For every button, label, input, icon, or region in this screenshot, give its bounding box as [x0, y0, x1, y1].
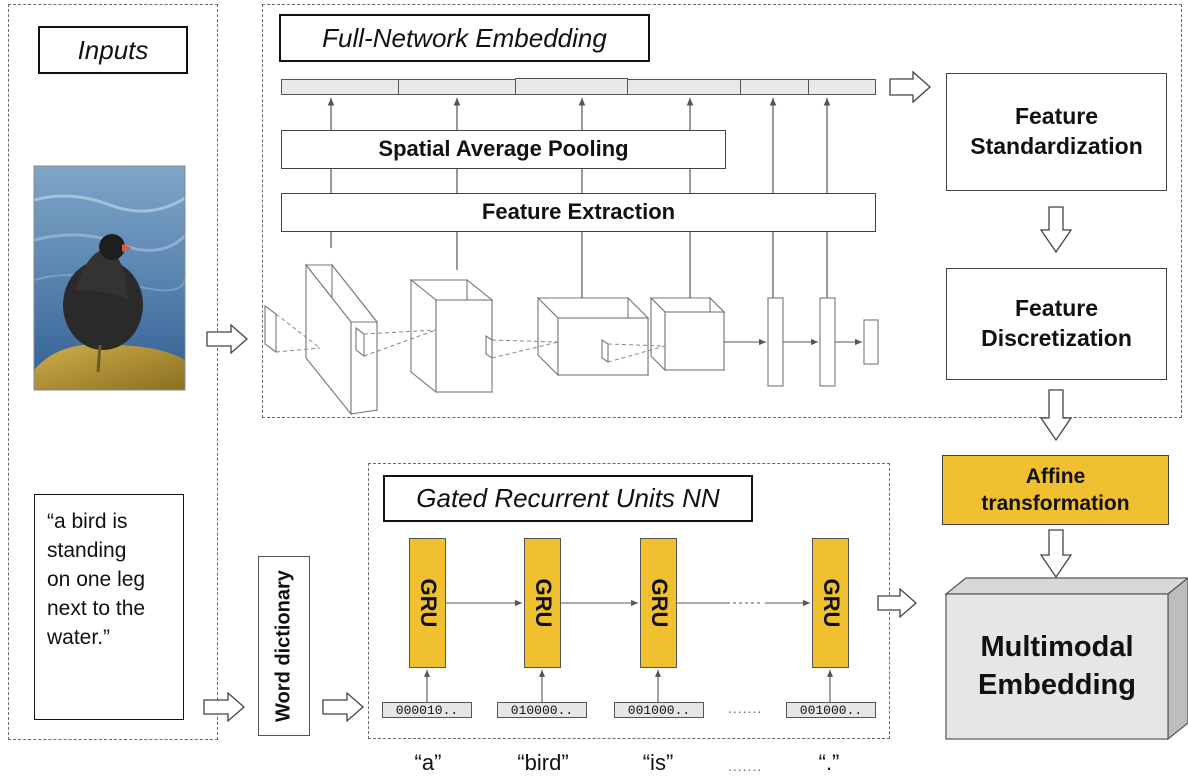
feature-discretization-box: Feature Discretization	[946, 268, 1167, 380]
gru-unit: GRU	[812, 538, 849, 668]
one-hot-code: 001000..	[614, 702, 704, 718]
one-hot-code: 000010..	[382, 702, 472, 718]
word-ellipsis: .......	[728, 758, 763, 774]
feature-standardization-box: Feature Standardization	[946, 73, 1167, 191]
caption-line: “a bird is	[47, 510, 128, 533]
one-hot-code: 001000..	[786, 702, 876, 718]
inputs-title: Inputs	[38, 26, 188, 74]
input-word: “is”	[642, 750, 674, 775]
feature-vector-cell	[515, 78, 628, 95]
gru-network-title: Gated Recurrent Units NN	[383, 475, 753, 522]
feature-vector-cell	[808, 79, 876, 95]
gru-unit: GRU	[524, 538, 561, 668]
affine-transformation-box: Affine transformation	[942, 455, 1169, 525]
fne-container	[262, 4, 1182, 418]
caption-line: water.”	[47, 626, 111, 649]
spatial-average-pooling-box: Spatial Average Pooling	[281, 130, 726, 169]
gru-label: GRU	[818, 578, 844, 628]
caption-line: on one leg	[47, 568, 146, 591]
feature-vector-cell	[740, 79, 809, 95]
gru-unit: GRU	[409, 538, 446, 668]
gru-label: GRU	[415, 578, 441, 628]
feature-vector-cell	[627, 79, 741, 95]
feature-vector-cell	[398, 79, 516, 95]
word-dictionary-label: Word dictionary	[272, 570, 295, 722]
gru-unit: GRU	[640, 538, 677, 668]
caption-line: standing	[47, 539, 127, 562]
fne-title: Full-Network Embedding	[279, 14, 650, 62]
input-word: “.”	[818, 750, 840, 775]
caption-box: “a bird is standing on one leg next to t…	[34, 494, 184, 720]
feature-vector-cell	[281, 79, 399, 95]
gru-label: GRU	[646, 578, 672, 628]
gru-label: GRU	[530, 578, 556, 628]
input-word: “a”	[414, 750, 442, 775]
feature-extraction-box: Feature Extraction	[281, 193, 876, 232]
input-word: “bird”	[517, 750, 569, 775]
code-ellipsis: .......	[728, 700, 763, 716]
inputs-container	[8, 4, 218, 740]
multimodal-embedding-label: Multimodal Embedding	[978, 631, 1136, 701]
word-dictionary-box: Word dictionary	[258, 556, 310, 736]
one-hot-code: 010000..	[497, 702, 587, 718]
caption-line: next to the	[47, 597, 146, 620]
